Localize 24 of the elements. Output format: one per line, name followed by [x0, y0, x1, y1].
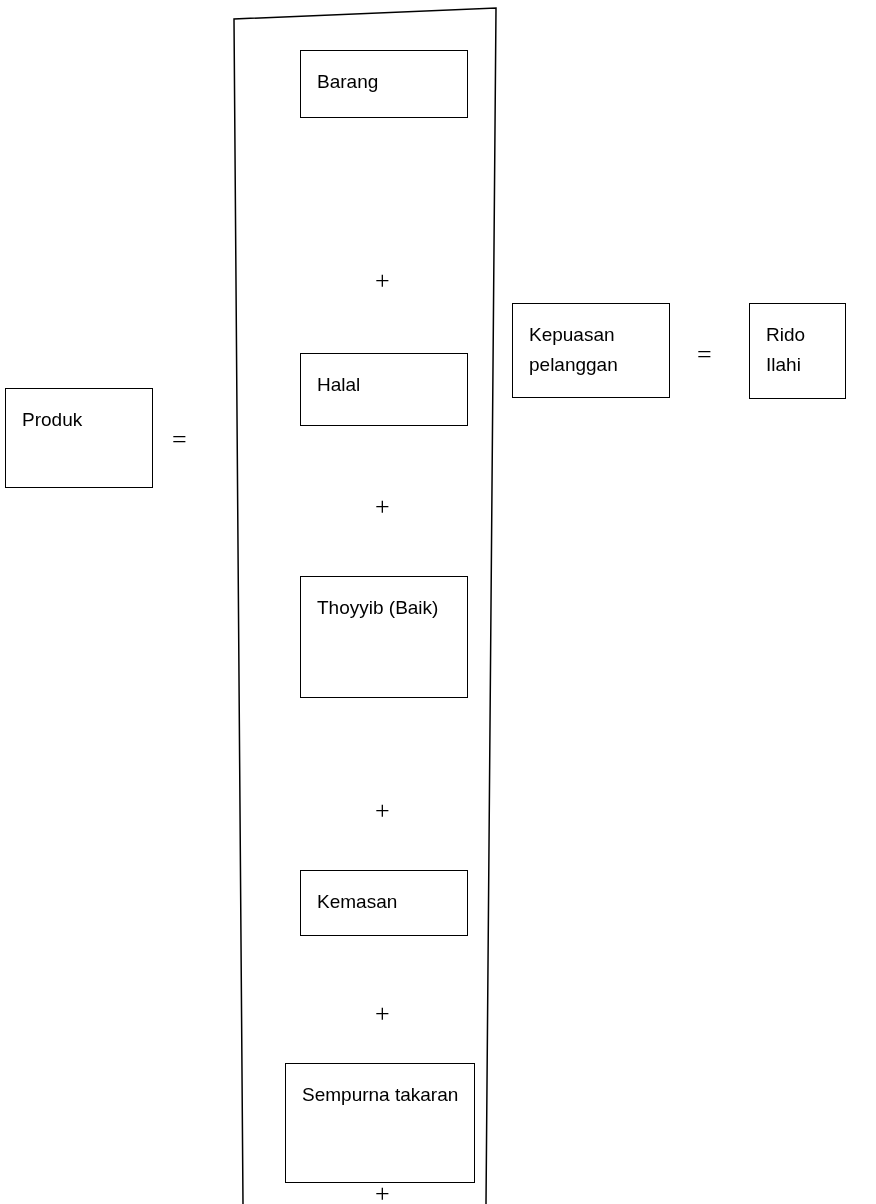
box-label: Kemasan	[317, 890, 399, 914]
operator-sign: +	[375, 268, 390, 294]
operator-sign: +	[375, 494, 390, 520]
operator-sign: +	[375, 798, 390, 824]
box-label: Kepuasan pelanggan	[529, 323, 619, 377]
text-box	[285, 1063, 475, 1183]
text-box	[749, 303, 846, 399]
box-label: Halal	[317, 373, 362, 397]
box-label: Barang	[317, 70, 380, 94]
text-box	[5, 388, 153, 488]
frame-outline	[233, 6, 498, 1204]
operator-sign: =	[172, 427, 187, 453]
text-box	[512, 303, 670, 398]
box-label: Rido Ilahi	[766, 323, 807, 377]
text-box	[300, 50, 468, 118]
box-label: Produk	[22, 408, 84, 432]
text-box	[300, 576, 468, 698]
box-label: Sempurna takaran	[302, 1083, 460, 1107]
box-label: Thoyyib (Baik)	[317, 596, 440, 620]
operator-sign: +	[375, 1001, 390, 1027]
text-box	[300, 870, 468, 936]
operator-sign: +	[375, 1181, 390, 1204]
text-box	[300, 353, 468, 426]
operator-sign: =	[697, 342, 712, 368]
